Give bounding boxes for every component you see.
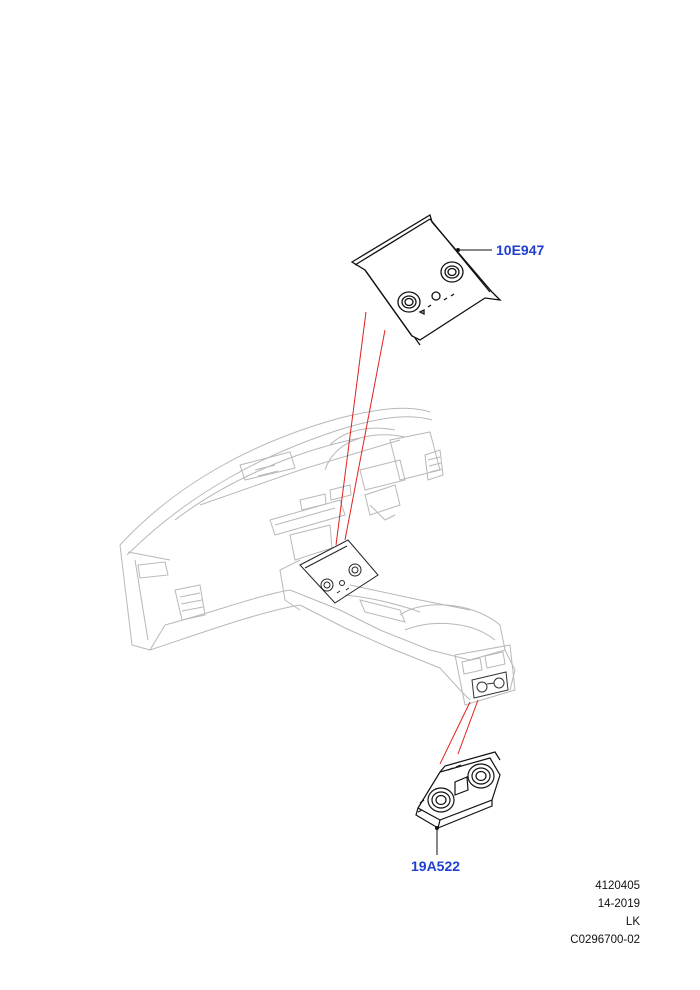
part-number-10E947[interactable]: 10E947 [496, 242, 545, 258]
lower-control-module-part [415, 751, 501, 829]
dashboard-outline [119, 407, 516, 706]
drawing-reference-block: 4120405 14-2019 LK C0296700-02 [520, 877, 640, 949]
upper-panel-part [350, 214, 502, 346]
upper-red-leaders [335, 311, 386, 546]
part-number-19A522[interactable]: 19A522 [411, 858, 461, 874]
lower-red-leaders [439, 699, 479, 765]
reference-line-3: LK [625, 916, 640, 928]
reference-line-2: 14-2019 [597, 898, 640, 910]
installed-center-panel [299, 539, 379, 604]
reference-line-4: C0296700-02 [570, 934, 640, 946]
rear-console-control-panel [471, 671, 509, 699]
reference-line-1: 4120405 [595, 880, 640, 892]
